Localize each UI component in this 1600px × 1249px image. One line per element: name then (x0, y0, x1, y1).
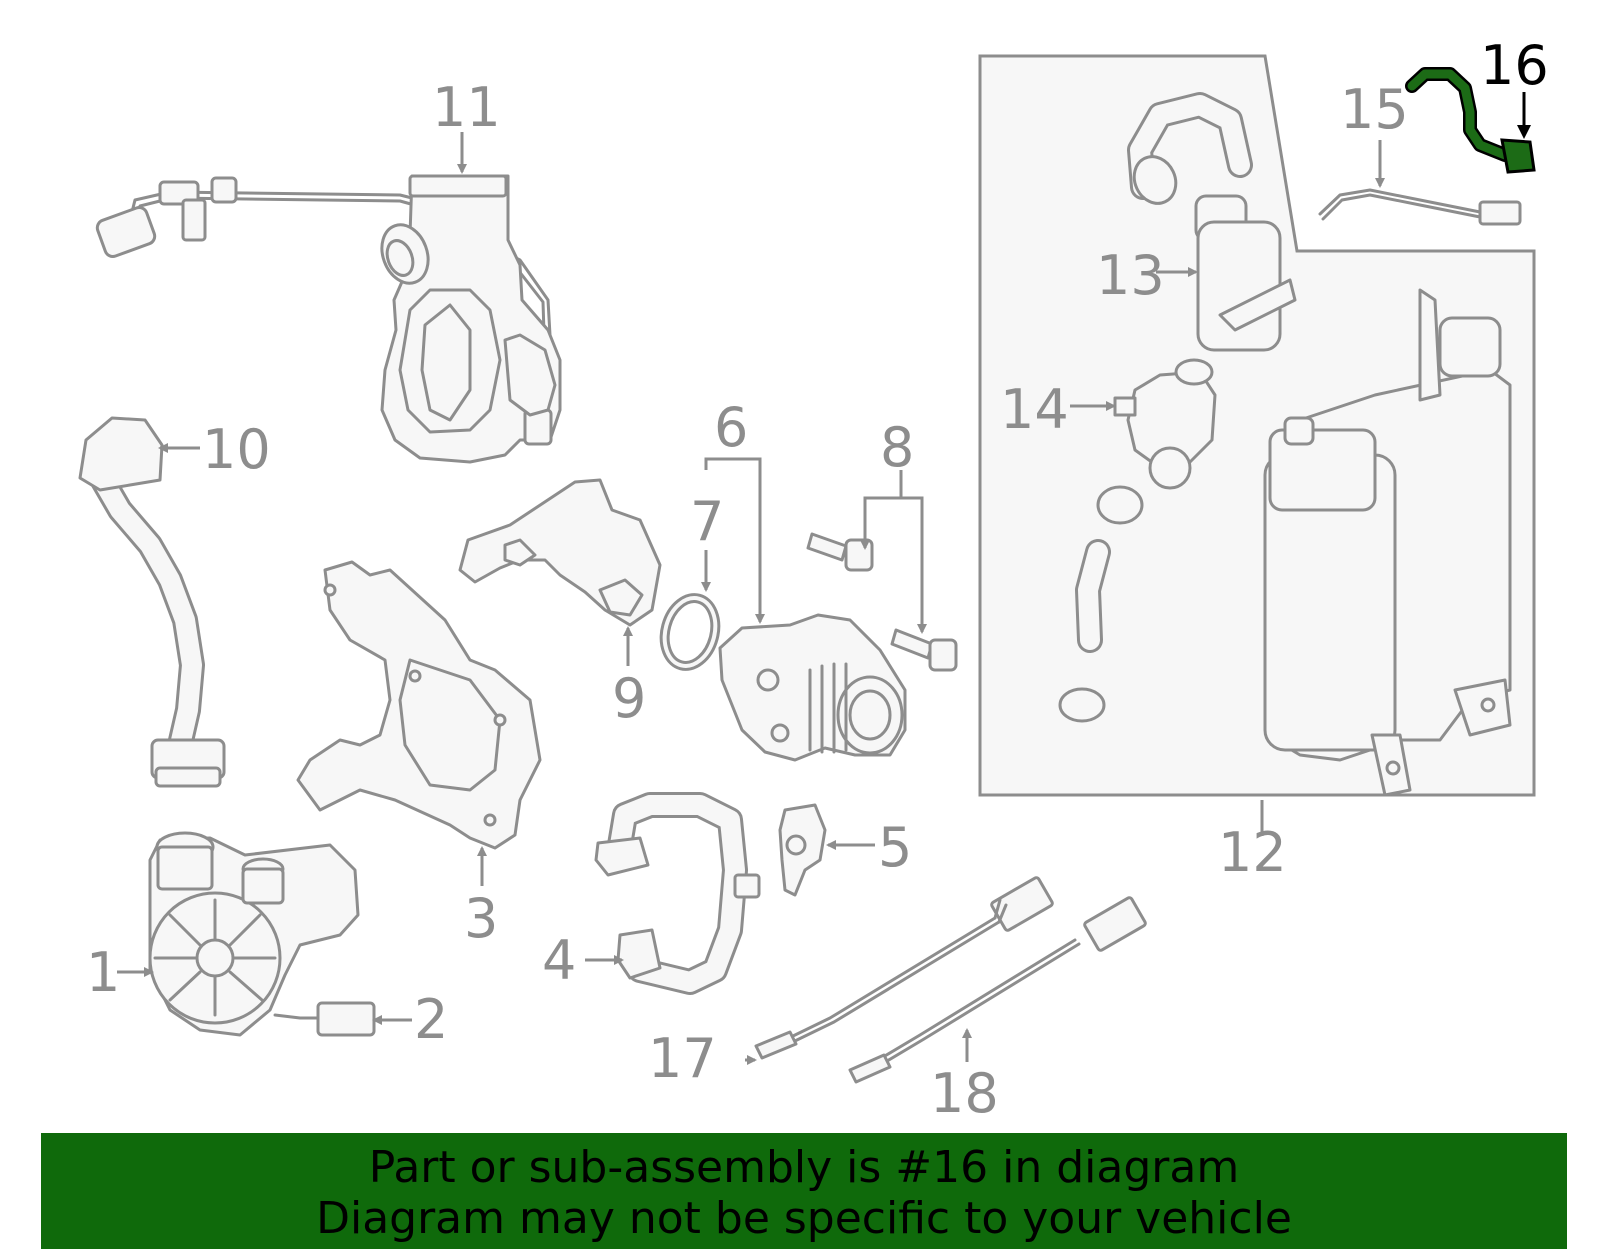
part-6-valve[interactable] (718, 613, 907, 762)
callout-14: 14 (1000, 378, 1069, 441)
callout-15: 15 (1340, 78, 1409, 141)
charcoal-canister[interactable] (1263, 288, 1512, 797)
leader-lines (117, 92, 1531, 1065)
callout-13: 13 (1096, 244, 1165, 307)
part-17-sensor-lead[interactable] (754, 876, 1054, 1060)
part-15-vent-line[interactable] (1318, 188, 1522, 226)
part-9-bracket[interactable] (458, 478, 662, 627)
part-3-heat-shield[interactable] (296, 560, 542, 850)
info-banner: Part or sub-assembly is #16 in diagram D… (41, 1133, 1567, 1249)
callout-6: 6 (714, 396, 748, 459)
part-14-valve[interactable] (1113, 358, 1217, 490)
part-7-o-ring[interactable] (653, 588, 727, 676)
callout-2: 2 (414, 988, 448, 1051)
callout-17: 17 (648, 1027, 717, 1090)
callout-16: 16 (1480, 34, 1549, 97)
banner-line-part: Part or sub-assembly is #16 in diagram (368, 1142, 1240, 1193)
callout-1: 1 (86, 941, 120, 1004)
callout-9: 9 (612, 667, 646, 730)
part-16-hose-highlighted[interactable] (1405, 67, 1536, 174)
part-5-sensor[interactable] (778, 803, 827, 897)
callout-labels: 11 10 1 2 3 4 5 6 7 8 9 17 18 12 13 14 1… (86, 34, 1549, 1125)
callout-18: 18 (930, 1062, 999, 1125)
callout-10: 10 (202, 418, 271, 481)
callout-8: 8 (880, 416, 914, 479)
callout-11: 11 (432, 76, 501, 139)
hose-clamps (1058, 485, 1144, 723)
part-10-air-hose[interactable] (78, 416, 226, 788)
banner-line-disclaimer: Diagram may not be specific to your vehi… (316, 1193, 1292, 1244)
callout-4: 4 (542, 929, 576, 992)
part-18-sensor-lead[interactable] (848, 896, 1147, 1084)
part-11-air-valve[interactable] (95, 174, 562, 464)
callout-7: 7 (690, 490, 724, 553)
part-1-air-pump[interactable] (148, 831, 376, 1037)
callout-5: 5 (878, 816, 912, 879)
callout-3: 3 (464, 887, 498, 950)
part-4-hose[interactable] (594, 792, 761, 995)
part-13-purge-valve[interactable] (1127, 92, 1297, 352)
callout-12: 12 (1218, 821, 1287, 884)
